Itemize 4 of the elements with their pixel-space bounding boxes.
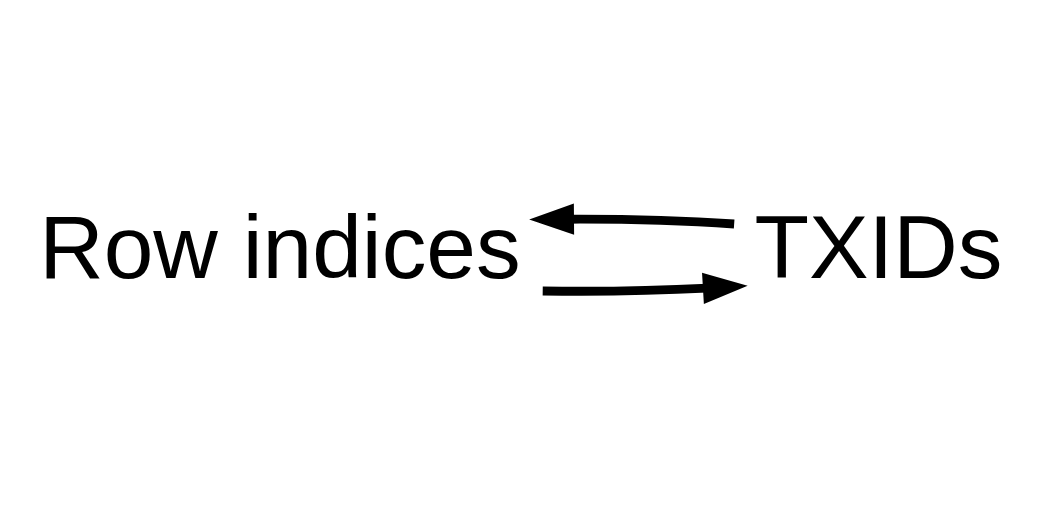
node-text: Row indices: [39, 196, 521, 297]
node-text: TXIDs: [754, 196, 1003, 297]
arrow: [542, 272, 748, 304]
arrow: [529, 202, 735, 235]
